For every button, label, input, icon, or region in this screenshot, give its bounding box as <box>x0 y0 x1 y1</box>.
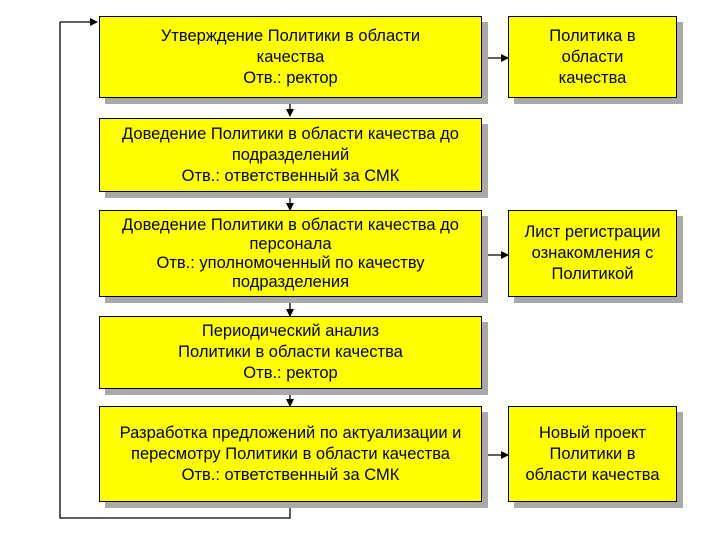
step-text: Доведение Политики в области качества до… <box>122 124 459 164</box>
output-box-policy: Политика в области качества <box>508 16 677 98</box>
output-text: Новый проект Политики в области качества <box>525 423 660 484</box>
step-box-revision-proposals: Разработка предложений по актуализации и… <box>99 406 482 502</box>
step-responsible: Отв.: ответственный за СМК <box>181 166 400 185</box>
step-responsible: Отв.: ответственный за СМК <box>181 465 400 484</box>
output-box-registration-sheet: Лист регистрации ознакомления с Политико… <box>508 210 677 297</box>
step-box-periodic-review: Периодический анализ Политики в области … <box>99 316 482 389</box>
step-responsible: Отв.: ректор <box>243 364 338 382</box>
step-box-approval: Утверждение Политики в области качества … <box>99 16 482 98</box>
output-text: Лист регистрации ознакомления с Политико… <box>524 223 661 283</box>
step-responsible: Отв.: уполномоченный по качеству подразд… <box>156 253 425 291</box>
step-box-communication-personnel: Доведение Политики в области качества до… <box>99 210 482 297</box>
step-text: Утверждение Политики в области качества <box>160 26 421 66</box>
step-text: Периодический анализ Политики в области … <box>178 322 403 361</box>
step-text: Разработка предложений по актуализации и… <box>119 423 462 463</box>
step-responsible: Отв.: ректор <box>243 68 338 87</box>
output-text: Политика в области качества <box>549 26 636 87</box>
output-box-new-draft: Новый проект Политики в области качества <box>508 406 677 502</box>
step-text: Доведение Политики в области качества до… <box>122 215 459 253</box>
feedback-loop-line <box>59 22 291 519</box>
step-box-communication-departments: Доведение Политики в области качества до… <box>99 118 482 192</box>
